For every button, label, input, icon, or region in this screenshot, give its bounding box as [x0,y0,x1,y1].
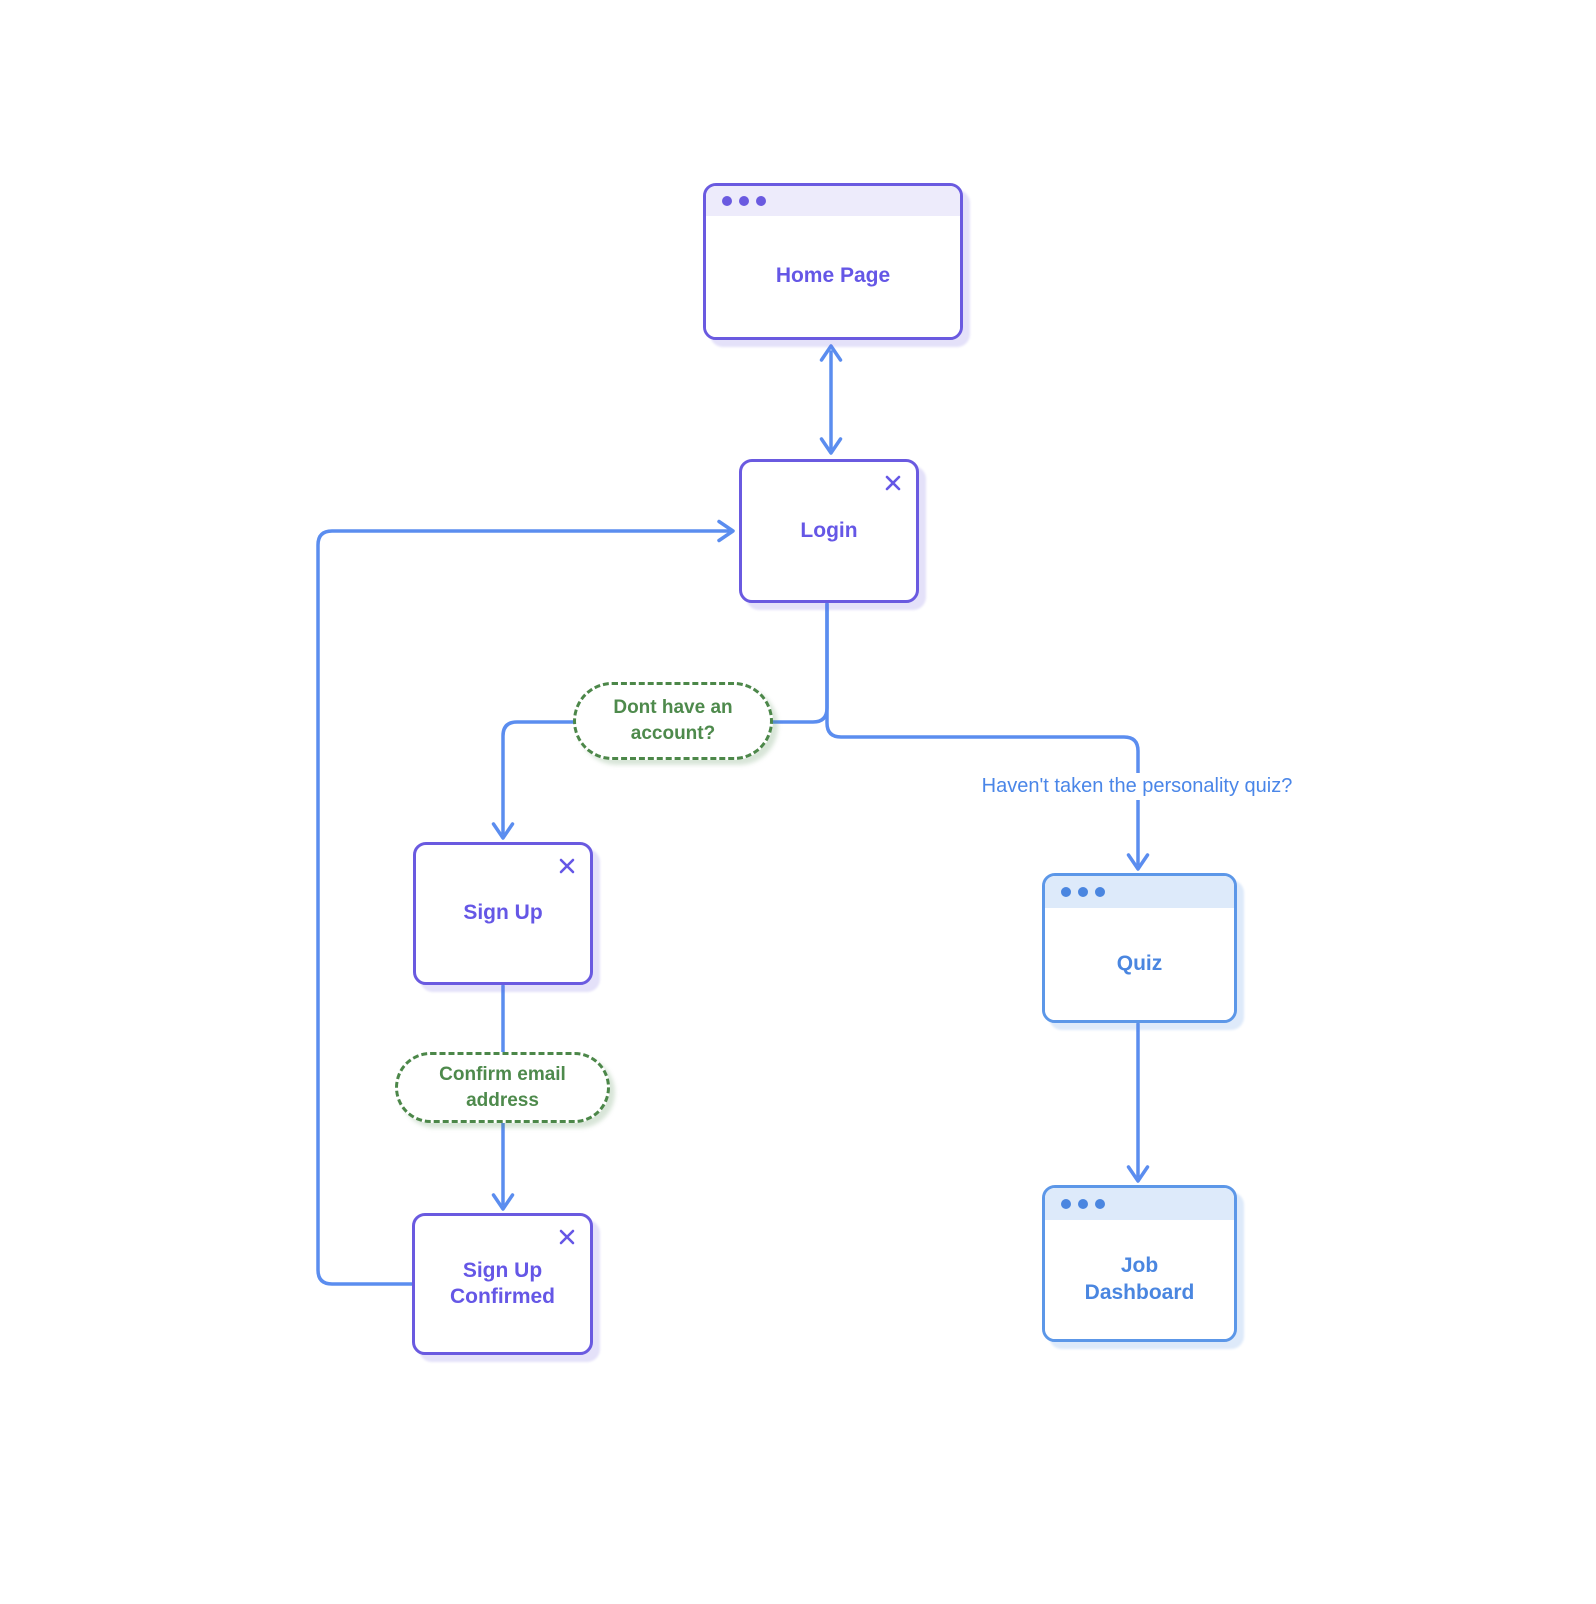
window-dots-icon [722,196,766,206]
edge-signup-confirmed-arrow-icon [491,1193,515,1211]
window-titlebar [1045,1188,1234,1220]
close-icon[interactable] [557,1227,577,1247]
edge-confirmed-login-arrow-icon [717,519,735,543]
node-label-sign-up-confirmed: Sign Up Confirmed [450,1258,555,1308]
close-icon[interactable] [557,856,577,876]
node-home-page[interactable]: Home Page [703,183,963,340]
decision-no-account[interactable]: Dont have an account? [573,682,773,760]
edge-quiz-jobdashboard-arrow-icon [1126,1165,1150,1183]
node-label-home-page: Home Page [775,264,891,288]
window-body: Home Page [706,216,960,337]
window-body: Quiz [1045,908,1234,1020]
node-label-sign-up: Sign Up [463,901,543,925]
node-label-quiz: Quiz [1116,951,1163,975]
edge-home-login-arrow-down-icon [819,437,843,455]
window-dots-icon [1061,887,1105,897]
node-quiz[interactable]: Quiz [1042,873,1237,1023]
decision-confirm-email[interactable]: Confirm email address [395,1052,610,1123]
window-titlebar [706,186,960,216]
edge-login-quiz[interactable] [825,602,1140,866]
node-job-dashboard[interactable]: Job Dashboard [1042,1185,1237,1342]
node-login[interactable]: Login [739,459,919,603]
window-body: Job Dashboard [1045,1220,1234,1339]
node-label-login: Login [800,518,858,542]
edge-confirmed-login[interactable] [316,529,730,1286]
edge-login-quiz-arrow-icon [1126,853,1150,871]
edge-label-personality-quiz[interactable]: Haven't taken the personality quiz? [977,771,1297,801]
window-dots-icon [1061,1199,1105,1209]
close-icon[interactable] [883,473,903,493]
window-titlebar [1045,876,1234,908]
edge-home-login-arrow-up-icon [819,344,843,362]
node-label-job-dashboard: Job Dashboard [1084,1254,1195,1304]
decision-label-confirm-email: Confirm email address [439,1063,566,1111]
edge-login-signup-arrow-icon [491,822,515,840]
node-sign-up-confirmed[interactable]: Sign Up Confirmed [412,1213,593,1355]
decision-label-no-account: Dont have an account? [613,697,733,744]
node-sign-up[interactable]: Sign Up [413,842,593,985]
edge-label-text: Haven't taken the personality quiz? [977,772,1297,800]
